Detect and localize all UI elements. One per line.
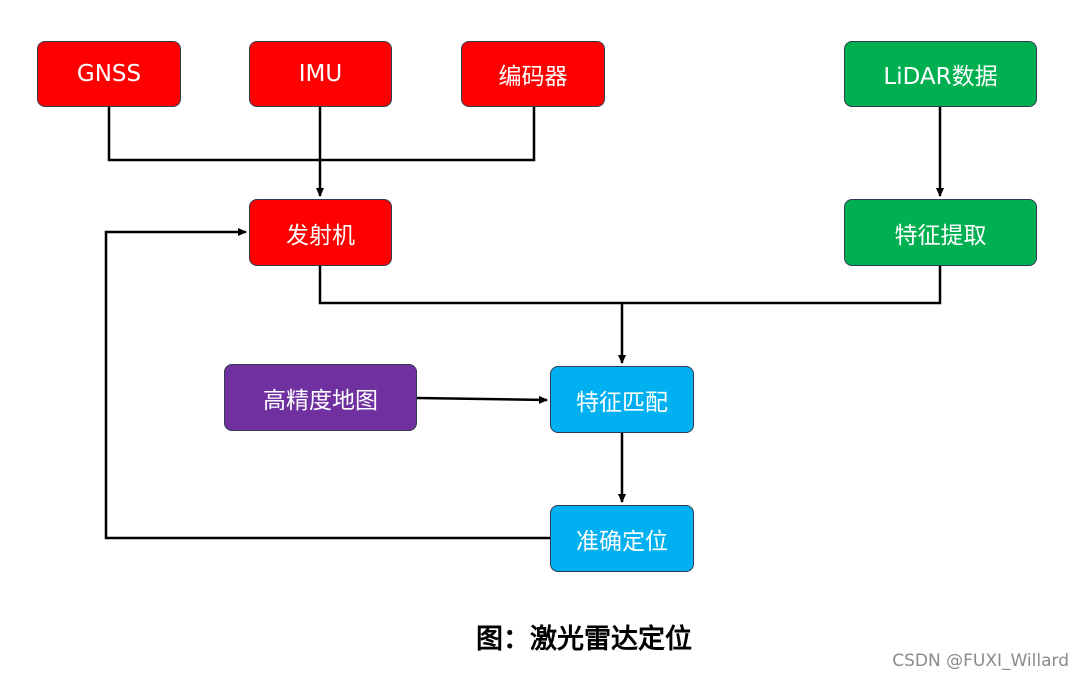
node-accurate-localization: 准确定位 bbox=[550, 505, 694, 572]
connector-gnss-merge bbox=[107, 107, 536, 162]
node-lidar-data: LiDAR数据 bbox=[844, 41, 1037, 107]
figure-caption: 图：激光雷达定位 bbox=[476, 624, 692, 655]
node-encoder: 编码器 bbox=[461, 41, 605, 107]
arrow-hd-map-to-feature-matching bbox=[416, 395, 548, 404]
node-hd-map: 高精度地图 bbox=[224, 364, 417, 431]
node-imu-label: IMU bbox=[298, 61, 343, 87]
arrow-feedback-to-transmitter bbox=[104, 228, 550, 540]
node-feature-extraction-label: 特征提取 bbox=[894, 222, 987, 249]
node-accurate-localization-label: 准确定位 bbox=[576, 528, 668, 555]
node-transmitter-label: 发射机 bbox=[286, 222, 355, 249]
node-gnss-label: GNSS bbox=[76, 61, 142, 87]
node-feature-extraction: 特征提取 bbox=[844, 199, 1037, 266]
node-gnss: GNSS bbox=[37, 41, 181, 107]
node-hd-map-label: 高精度地图 bbox=[263, 387, 378, 414]
node-encoder-label: 编码器 bbox=[498, 64, 568, 90]
connector-transmitter-extraction-merge bbox=[318, 266, 942, 305]
watermark: CSDN @FUXI_Willard bbox=[892, 651, 1069, 671]
node-feature-matching-label: 特征匹配 bbox=[576, 389, 668, 416]
node-imu: IMU bbox=[249, 41, 392, 107]
node-lidar-data-label: LiDAR数据 bbox=[883, 64, 998, 90]
node-feature-matching: 特征匹配 bbox=[550, 366, 694, 433]
node-transmitter: 发射机 bbox=[249, 199, 392, 266]
